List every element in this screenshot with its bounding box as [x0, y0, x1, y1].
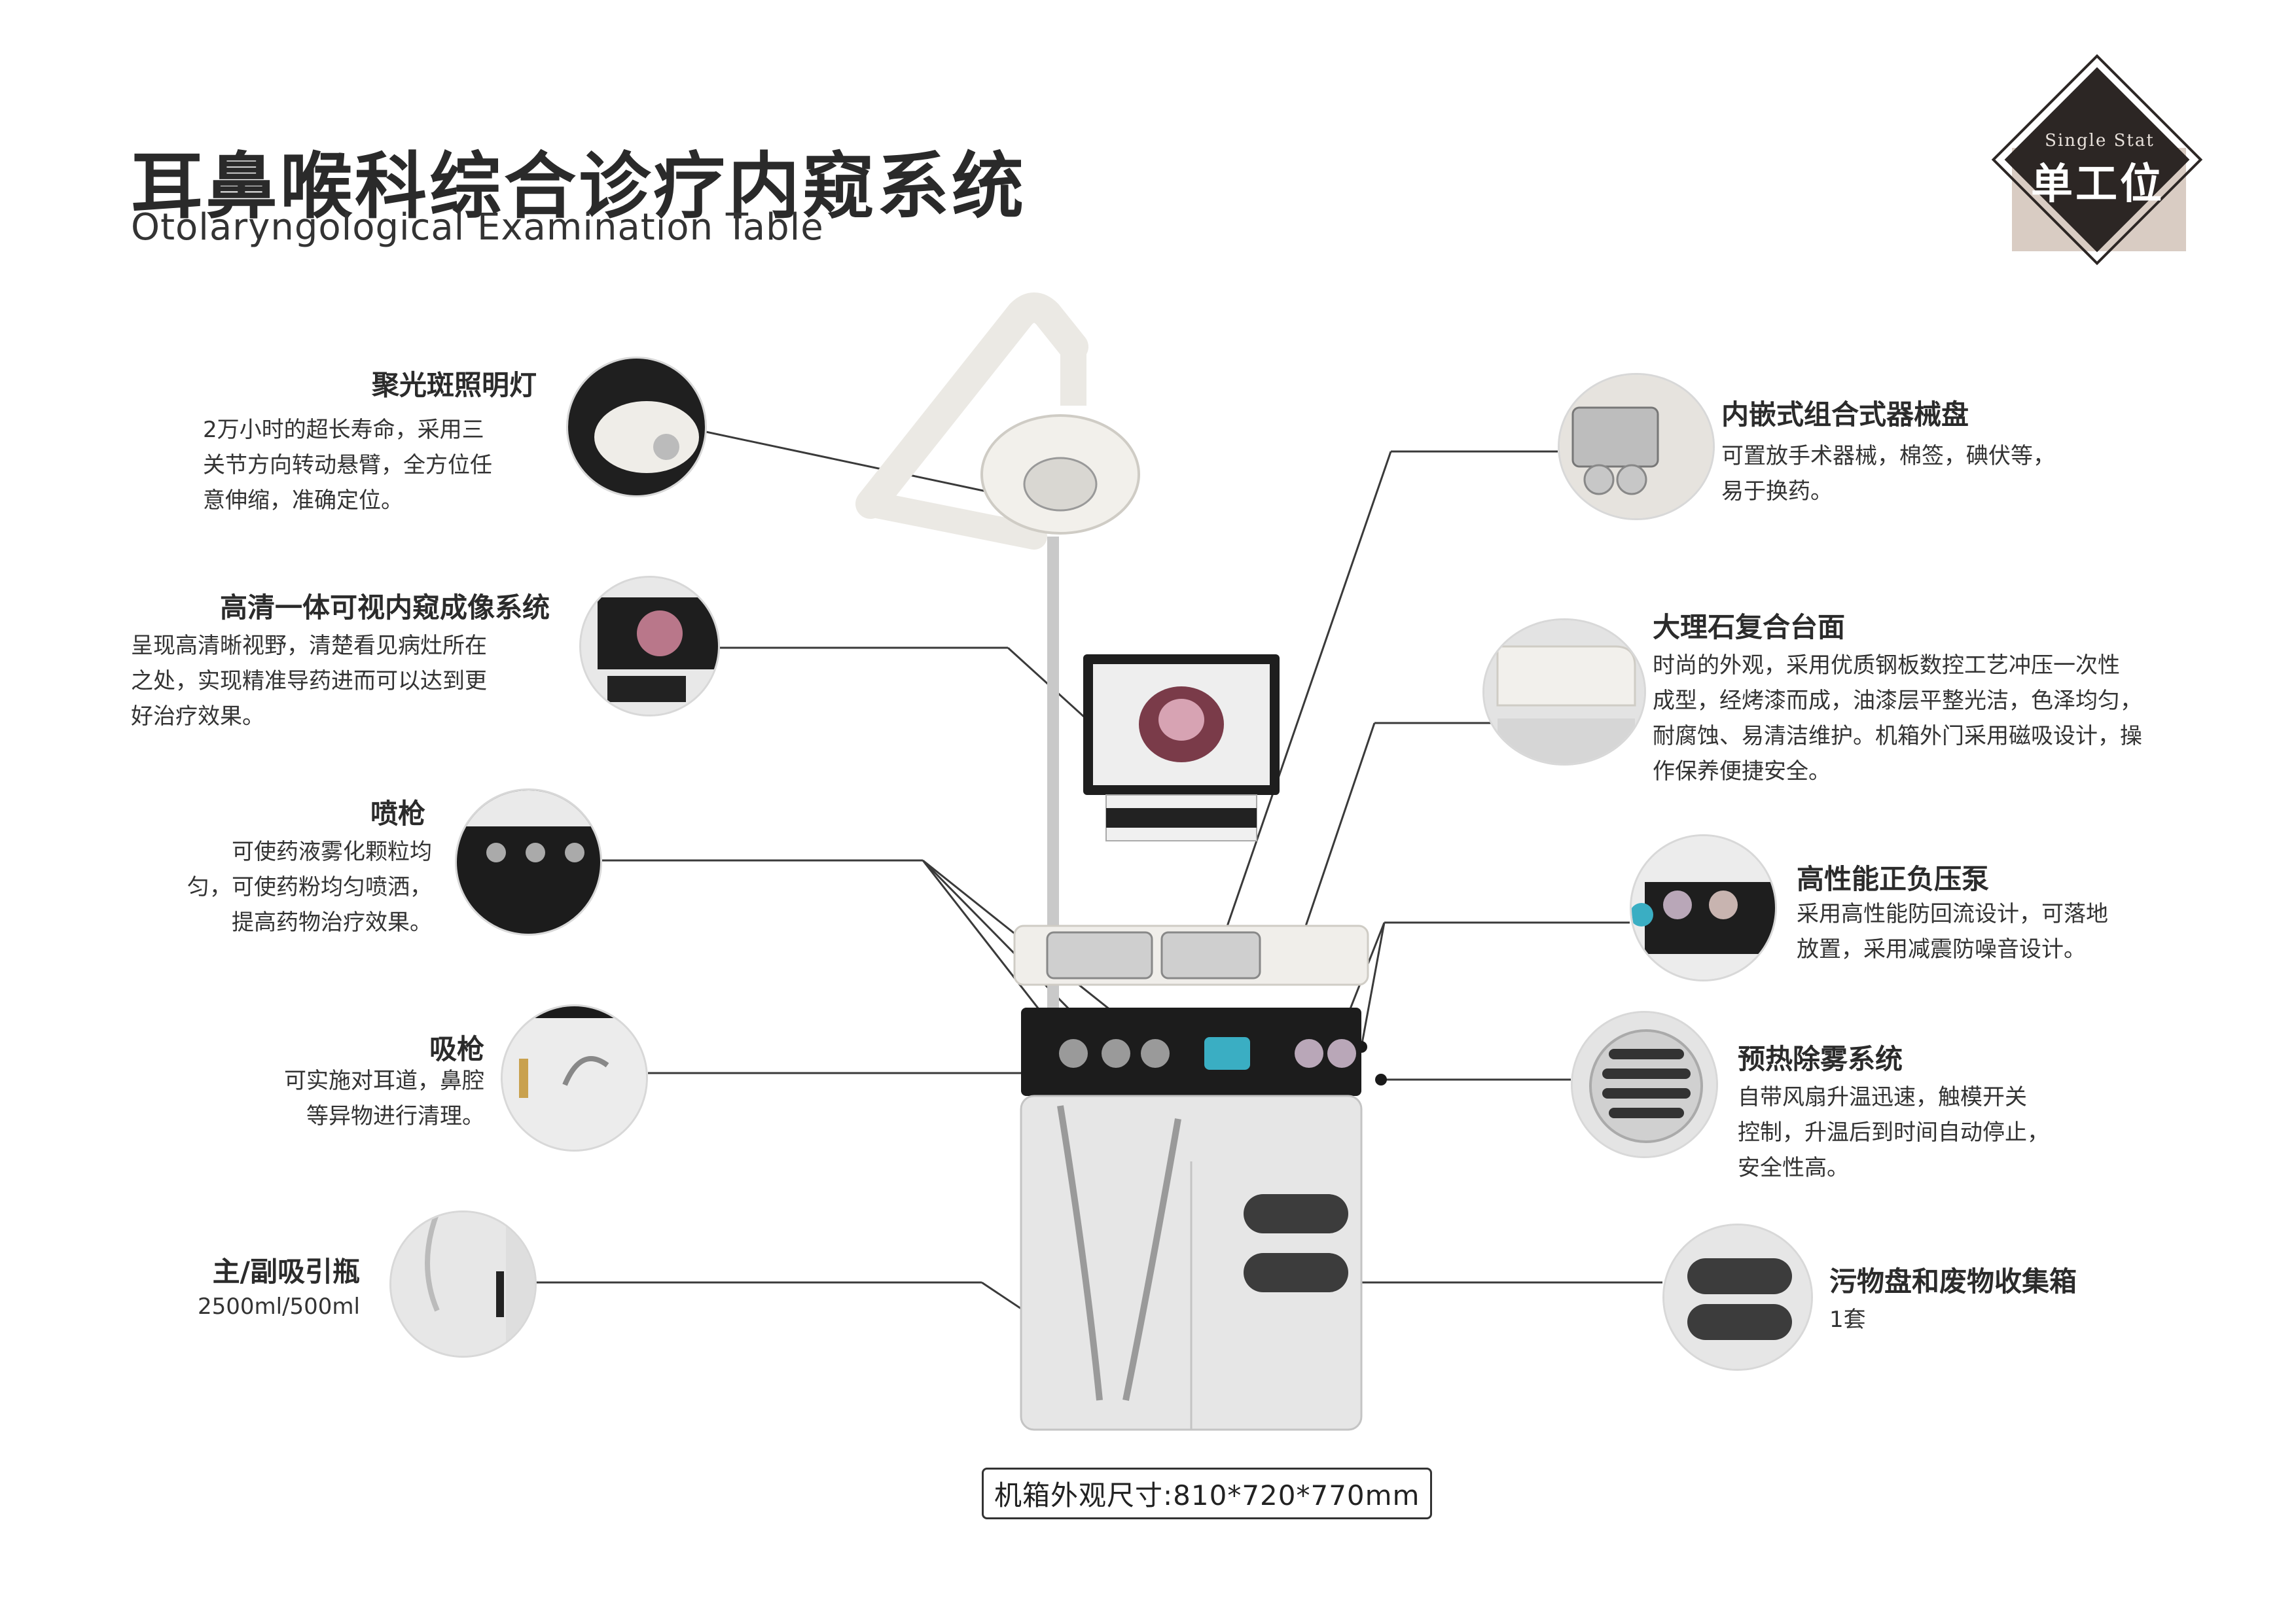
feature-desc-line: 可实施对耳道，鼻腔	[284, 1068, 484, 1094]
feature-desc-line: 好治疗效果。	[131, 703, 264, 730]
feature-title-pump: 高性能正负压泵	[1797, 863, 1990, 895]
feature-desc-line: 等异物进行清理。	[306, 1103, 484, 1129]
page-title: 耳鼻喉科综合诊疗内窥系统	[131, 145, 1026, 228]
defog-photo	[1571, 1011, 1718, 1158]
feature-desc-line: 时尚的外观，采用优质钢板数控工艺冲压一次性	[1653, 652, 2120, 679]
feature-desc-line: 1套	[1829, 1307, 1866, 1333]
feature-desc-waste-box: 1套	[1829, 1302, 2026, 1337]
suction-bottle-photo	[389, 1210, 537, 1358]
pressure-gauge-icon	[1632, 836, 1775, 980]
feature-title-spotlight: 聚光斑照明灯	[371, 369, 537, 401]
suction-gun-icon	[503, 1006, 646, 1150]
feature-desc-line: 控制，升温后到时间自动停止，	[1738, 1120, 2049, 1146]
suction-gun-photo	[501, 1004, 648, 1152]
feature-title-spray-gun: 喷枪	[370, 798, 425, 830]
tray-icon	[1560, 375, 1713, 518]
feature-desc-line: 关节方向转动悬臂，全方位任	[203, 452, 492, 478]
feature-desc-line: 采用高性能防回流设计，可落地	[1797, 901, 2108, 927]
product-illustration	[855, 292, 1369, 1431]
feature-desc-line: 易于换药。	[1721, 478, 1833, 504]
feature-desc-instrument-tray: 可置放手术器械，棉签，碘伏等， 易于换药。	[1721, 438, 2127, 509]
cabinet-dimensions: 机箱外观尺寸:810*720*770mm	[982, 1468, 1433, 1519]
feature-desc-pump: 采用高性能防回流设计，可落地 放置，采用减震防噪音设计。	[1797, 896, 2189, 967]
feature-desc-line: 作保养便捷安全。	[1653, 758, 1831, 785]
marble-top-photo	[1482, 618, 1646, 766]
badge-chinese-text: 单工位	[2031, 160, 2164, 209]
feature-desc-line: 之处，实现精准导药进而可以达到更	[131, 668, 487, 694]
feature-title-marble-top: 大理石复合台面	[1653, 611, 1846, 643]
feature-title-suction-gun: 吸枪	[429, 1033, 484, 1065]
feature-title-defog: 预热除雾系统	[1738, 1043, 1903, 1075]
feature-title-waste-box: 污物盘和废物收集箱	[1829, 1265, 2077, 1297]
feature-desc-spray-gun: 可使药液雾化颗粒均 匀，可使药粉均匀喷洒， 提高药物治疗效果。	[151, 834, 432, 940]
spotlight-photo	[566, 357, 707, 497]
feature-desc-line: 呈现高清晰视野，清楚看见病灶所在	[131, 633, 487, 659]
feature-desc-defog: 自带风扇升温迅速，触模开关 控制，升温后到时间自动停止， 安全性高。	[1738, 1080, 2104, 1186]
feature-desc-spotlight: 2万小时的超长寿命，采用三 关节方向转动悬臂，全方位任 意伸缩，准确定位。	[203, 412, 543, 518]
feature-desc-line: 匀，可使药粉均匀喷洒，	[187, 874, 432, 900]
feature-desc-line: 自带风扇升温迅速，触模开关	[1738, 1084, 2027, 1110]
feature-desc-line: 提高药物治疗效果。	[232, 909, 432, 936]
single-station-badge: Single Stat 单工位	[1991, 54, 2203, 266]
page-subtitle: Otolaryngological Examination Table	[131, 206, 824, 249]
feature-desc-line: 安全性高。	[1738, 1155, 1849, 1181]
feature-desc-marble-top: 时尚的外观，采用优质钢板数控工艺冲压一次性 成型，经烤漆而成，油漆层平整光洁，色…	[1653, 648, 2242, 789]
monitor-icon	[581, 578, 718, 715]
feature-title-suction-bottle: 主/副吸引瓶	[212, 1256, 360, 1288]
feature-desc-suction-bottle: 2500ml/500ml	[177, 1289, 360, 1324]
countertop-icon	[1484, 620, 1644, 764]
feature-desc-line: 意伸缩，准确定位。	[203, 487, 403, 514]
vent-icon	[1573, 1013, 1716, 1156]
feature-desc-line: 放置，采用减震防噪音设计。	[1797, 936, 2086, 962]
spray-gun-icon	[457, 790, 600, 934]
feature-desc-line: 耐腐蚀、易清洁维护。机箱外门采用磁吸设计，操	[1653, 723, 2142, 749]
pump-photo	[1630, 834, 1777, 981]
lamp-icon	[568, 359, 705, 495]
endoscope-photo	[579, 576, 720, 716]
waste-box-photo	[1662, 1224, 1813, 1371]
feature-desc-line: 成型，经烤漆而成，油漆层平整光洁，色泽均匀，	[1653, 688, 2142, 714]
waste-bin-icon	[1664, 1226, 1811, 1369]
feature-title-instrument-tray: 内嵌式组合式器械盘	[1721, 398, 1969, 431]
bottle-icon	[391, 1212, 535, 1356]
feature-desc-suction-gun: 可实施对耳道，鼻腔 等异物进行清理。	[216, 1063, 484, 1134]
badge-english-text: Single Stat	[2045, 131, 2155, 150]
feature-desc-line: 2万小时的超长寿命，采用三	[203, 417, 484, 443]
feature-title-endoscope: 高清一体可视内窥成像系统	[219, 591, 550, 624]
feature-desc-line: 可使药液雾化颗粒均	[232, 839, 432, 865]
spray-gun-photo	[455, 788, 602, 936]
feature-desc-endoscope: 呈现高清晰视野，清楚看见病灶所在 之处，实现精准导药进而可以达到更 好治疗效果。	[131, 628, 550, 734]
instrument-tray-photo	[1558, 373, 1715, 520]
feature-desc-line: 2500ml/500ml	[197, 1294, 360, 1320]
feature-desc-line: 可置放手术器械，棉签，碘伏等，	[1721, 443, 2055, 469]
